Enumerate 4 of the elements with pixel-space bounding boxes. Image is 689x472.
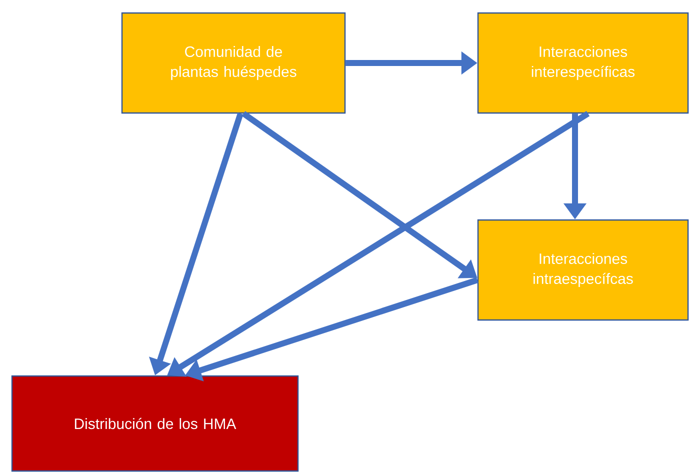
process-box: Interacciones intraespecífcas — [477, 219, 689, 321]
process-box: Comunidad de plantas huéspedes — [121, 12, 346, 114]
process-box: Interacciones interespecíficas — [477, 12, 689, 114]
process-box: Distribución de los HMA — [11, 375, 299, 472]
